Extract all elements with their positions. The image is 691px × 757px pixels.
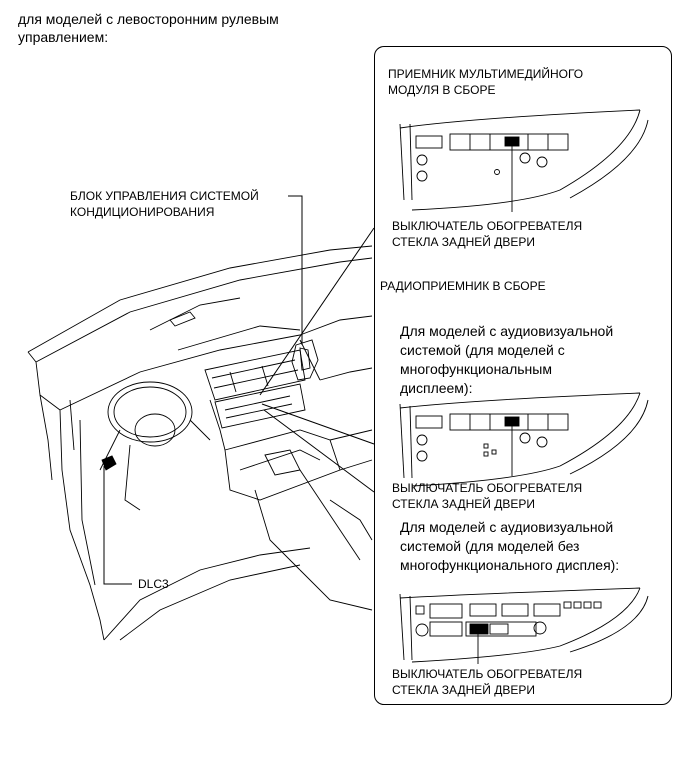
av-with-display-note: Для моделей с аудиовизуальной системой (… xyxy=(400,322,613,398)
switch1-line-2: СТЕКЛА ЗАДНЕЙ ДВЕРИ xyxy=(392,235,535,249)
leader-lines xyxy=(103,195,375,585)
ac-control-unit-label: БЛОК УПРАВЛЕНИЯ СИСТЕМОЙ КОНДИЦИОНИРОВАН… xyxy=(70,188,259,220)
av-without-display-note: Для моделей с аудиовизуальной системой (… xyxy=(400,518,619,575)
radio-with-display-panel-drawing xyxy=(399,392,649,487)
av-without-line-2: системой (для моделей без xyxy=(400,538,580,554)
multimedia-line-1: ПРИЕМНИК МУЛЬТИМЕДИЙНОГО xyxy=(388,67,584,81)
radio-receiver-label: РАДИОПРИЕМНИК В СБОРЕ xyxy=(380,279,546,293)
av-without-line-1: Для моделей с аудиовизуальной xyxy=(400,519,614,535)
multimedia-line-2: МОДУЛЯ В СБОРЕ xyxy=(388,83,496,97)
dlc3-label: DLC3 xyxy=(138,577,169,591)
rear-defogger-switch-label-1: ВЫКЛЮЧАТЕЛЬ ОБОГРЕВАТЕЛЯ СТЕКЛА ЗАДНЕЙ Д… xyxy=(392,218,582,250)
av-with-line-3: многофункциональным xyxy=(400,361,552,377)
switch3-line-2: СТЕКЛА ЗАДНЕЙ ДВЕРИ xyxy=(392,683,535,697)
switch3-line-1: ВЫКЛЮЧАТЕЛЬ ОБОГРЕВАТЕЛЯ xyxy=(392,667,583,681)
multimedia-receiver-label: ПРИЕМНИК МУЛЬТИМЕДИЙНОГО МОДУЛЯ В СБОРЕ xyxy=(388,66,583,98)
rear-defogger-switch-label-3: ВЫКЛЮЧАТЕЛЬ ОБОГРЕВАТЕЛЯ СТЕКЛА ЗАДНЕЙ Д… xyxy=(392,666,582,698)
detail-panel xyxy=(374,46,672,705)
multimedia-receiver-panel-drawing xyxy=(399,109,649,212)
switch1-line-1: ВЫКЛЮЧАТЕЛЬ ОБОГРЕВАТЕЛЯ xyxy=(392,219,583,233)
ac-label-line-1: БЛОК УПРАВЛЕНИЯ СИСТЕМОЙ xyxy=(70,189,259,203)
av-with-line-4: дисплеем): xyxy=(400,380,473,396)
switch2-line-1: ВЫКЛЮЧАТЕЛЬ ОБОГРЕВАТЕЛЯ xyxy=(392,481,583,495)
radio-without-display-panel-drawing xyxy=(399,587,649,664)
switch2-line-2: СТЕКЛА ЗАДНЕЙ ДВЕРИ xyxy=(392,497,535,511)
header-line-1: для моделей с левосторонним рулевым xyxy=(18,11,279,27)
header-text: для моделей с левосторонним рулевым упра… xyxy=(18,10,279,46)
dashboard-lineart xyxy=(27,245,373,641)
rear-defogger-switch-label-2: ВЫКЛЮЧАТЕЛЬ ОБОГРЕВАТЕЛЯ СТЕКЛА ЗАДНЕЙ Д… xyxy=(392,480,582,512)
av-with-line-2: системой (для моделей с xyxy=(400,342,565,358)
av-without-line-3: многофункционального дисплея): xyxy=(400,557,620,573)
ac-label-line-2: КОНДИЦИОНИРОВАНИЯ xyxy=(70,205,215,219)
av-with-line-1: Для моделей с аудиовизуальной xyxy=(400,323,614,339)
header-line-2: управлением: xyxy=(18,29,109,45)
